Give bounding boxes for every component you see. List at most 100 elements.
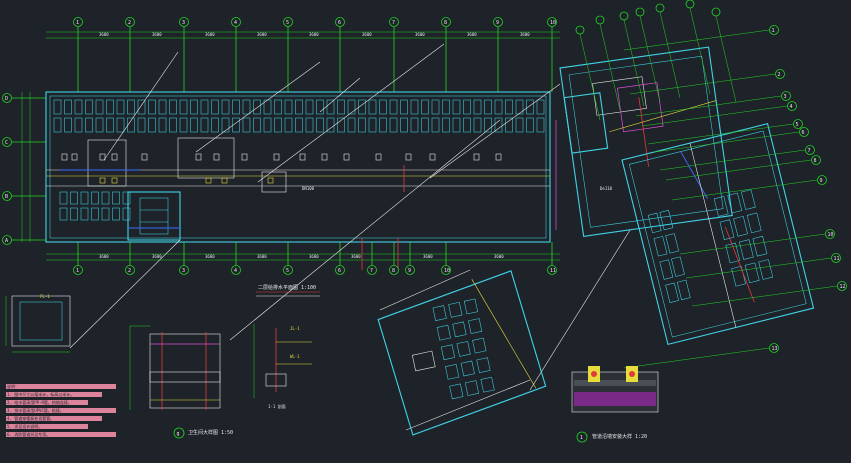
dimension-bottom: 3600: [257, 254, 267, 259]
drawing-labels: 二层给排水平面图 1:100 g 卫生间大样图 1:50 1 管道沿墙安装大样 …: [40, 186, 647, 443]
grid-label-wing: 3: [784, 94, 787, 100]
grid-label-bottom: 11: [550, 268, 556, 274]
grid-bubble-wing: [811, 155, 821, 165]
grid-label-bottom: 5: [286, 268, 289, 274]
tag-fl: FL-1: [40, 294, 50, 299]
dimension-bottom: 3600: [99, 254, 109, 259]
grid-bubble-bottom: [335, 265, 345, 275]
grid-bubble-wing: [817, 175, 827, 185]
grid-bubble-top: [547, 17, 557, 27]
legend-note: 5. 详见设计说明。: [7, 423, 42, 429]
grid-bubble-top: [125, 17, 135, 27]
dimension-top: 3600: [415, 32, 425, 37]
grid-bubble-bottom: [73, 265, 83, 275]
grid-label-wing: 8: [814, 158, 817, 164]
grid-bubble-wing: [831, 253, 841, 263]
grid-label-bottom: 9: [408, 268, 411, 274]
tag-dn: DN100: [302, 186, 315, 191]
grid-label-top: 8: [444, 20, 447, 26]
grid-bubble-wing: [781, 91, 791, 101]
legend-note: 4. 管道穿楼板处设套管。: [7, 415, 54, 421]
grid-bubble-left: [2, 137, 12, 147]
grid-label-bottom: 6: [338, 268, 341, 274]
grid-label-top: 7: [392, 20, 395, 26]
dimension-top: 3600: [205, 32, 215, 37]
grid-label-wing: 13: [772, 346, 778, 352]
grid-bubble-wing: [769, 343, 779, 353]
legend-note: 2. 给水管采用PP-R管，热熔连接。: [7, 399, 72, 405]
grid-bubble-top: [335, 17, 345, 27]
grid-label-bottom: 10: [444, 268, 450, 274]
detail-1-section: [571, 366, 659, 413]
grid-bubble-top: [283, 17, 293, 27]
grid-bubble-top: [441, 17, 451, 27]
main-plan-windows: [53, 99, 545, 221]
legend-note: 6. 消防管道另见专项。: [7, 431, 50, 437]
grid-label-top: 4: [234, 20, 237, 26]
grid-bubble-wing: [787, 101, 797, 111]
wing-axis-lines: [579, 7, 838, 369]
riser-label: JL-1: [290, 326, 300, 331]
grid-bubble-bottom: [283, 265, 293, 275]
grid-bubble-bottom: [231, 265, 241, 275]
grid-label-bottom: 8: [392, 268, 395, 274]
grid-label-left: C: [5, 140, 8, 146]
grid-label-wing: 10: [828, 232, 834, 238]
grid-label-wing: 5: [796, 122, 799, 128]
grid-label-bottom: 3: [182, 268, 185, 274]
grid-label-top: 3: [182, 20, 185, 26]
grid-label-top: 2: [128, 20, 131, 26]
grid-bubble-top: [73, 17, 83, 27]
rotated-wing-lower: [621, 123, 815, 346]
dimension-bottom: 3600: [205, 254, 215, 259]
grid-bubble-top: [389, 17, 399, 27]
dimension-top: 3600: [362, 32, 372, 37]
grid-bubble-wing: [793, 119, 803, 129]
section-detail: [5, 295, 312, 410]
grid-bubble-wing: [769, 25, 779, 35]
drain-label: WL-1: [290, 354, 300, 359]
grid-label-bottom: 1: [76, 268, 79, 274]
grid-bubble-top: [493, 17, 503, 27]
grid-bubble-wing: [805, 145, 815, 155]
grid-bubble-bottom: [179, 265, 189, 275]
dimension-top: 3600: [309, 32, 319, 37]
legend-note: 3. 排水管采用UPVC管，粘接。: [7, 407, 64, 413]
grid-label-top: 10: [550, 20, 556, 26]
grid-label-wing: 1: [772, 28, 775, 34]
grid-label-left: D: [5, 96, 8, 102]
grid-bubble-left: [2, 235, 12, 245]
plan-title: 二层给排水平面图 1:100: [258, 284, 316, 291]
grid-label-top: 5: [286, 20, 289, 26]
detail-g-marker: g: [177, 431, 180, 437]
grid-label-bottom: 7: [370, 268, 373, 274]
dimension-top: 3600: [467, 32, 477, 37]
dimension-bottom: 3600: [494, 254, 504, 259]
grid-label-top: 1: [76, 20, 79, 26]
main-plan-pipes: [60, 43, 631, 431]
grid-label-wing: 6: [802, 130, 805, 136]
grid-label-top: 9: [496, 20, 499, 26]
detail-1-marker: 1: [580, 435, 583, 441]
grid-label-top: 6: [338, 20, 341, 26]
grid-label-left: B: [5, 194, 8, 200]
dimension-top: 3600: [152, 32, 162, 37]
grid-bubble-bottom: [367, 265, 377, 275]
grid-label-bottom: 4: [234, 268, 237, 274]
grid-bubble-top: [179, 17, 189, 27]
legend-notes: 说明：1. 图中尺寸以毫米计，标高以米计。2. 给水管采用PP-R管，热熔连接。…: [6, 383, 116, 437]
main-plan-grid: 3600 3600 3600 3600 3600 3600 3600 3600 3600 3600…: [10, 26, 560, 266]
grid-label-wing: 12: [840, 284, 846, 290]
grid-bubble-wing: [799, 127, 809, 137]
rotated-wing-plan: [559, 46, 733, 237]
grid-bubble-left: [2, 93, 12, 103]
detail-1-title: 管道沿墙安装大样 1:20: [592, 433, 647, 440]
grid-label-wing: 9: [820, 178, 823, 184]
grid-label-left: A: [5, 238, 8, 244]
grid-bubble-bottom: [125, 265, 135, 275]
lower-middle-detail: [377, 270, 547, 436]
grid-bubble-left: [2, 191, 12, 201]
